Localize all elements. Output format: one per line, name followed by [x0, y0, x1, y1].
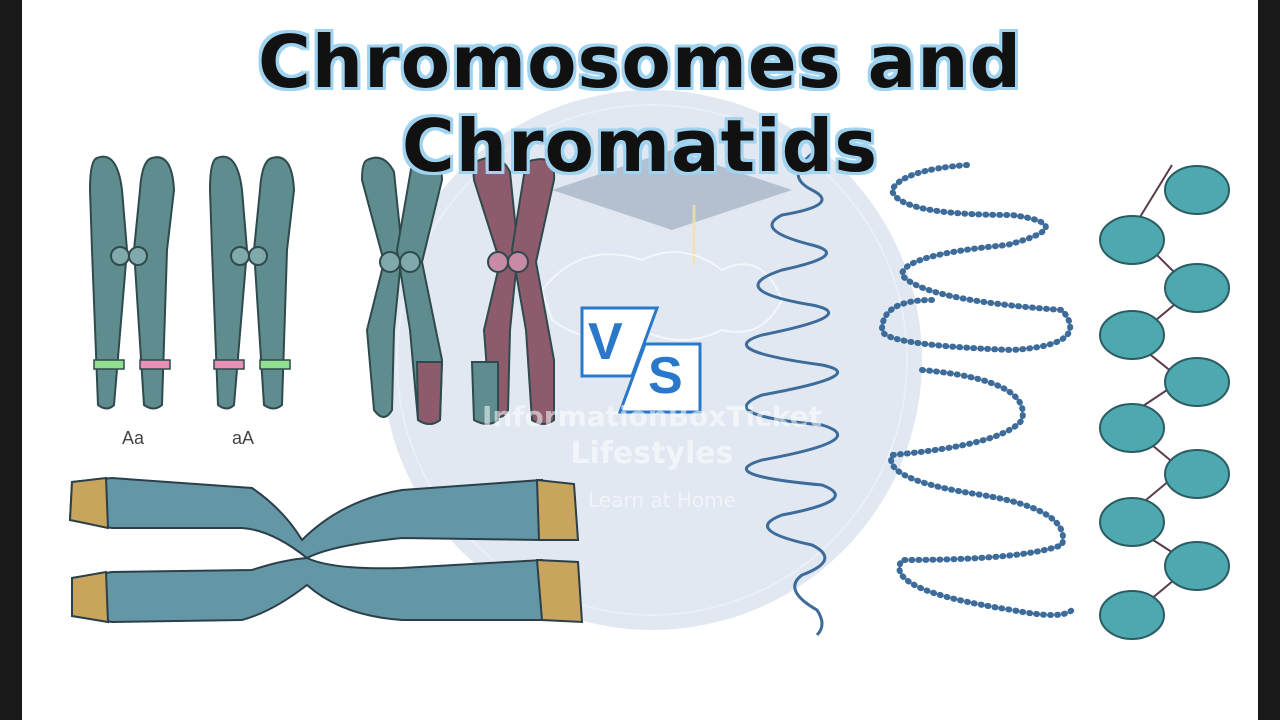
coiled-chromatin [744, 148, 840, 637]
page-title: Chromosomes and Chromatids [257, 20, 1023, 188]
chromatin-fiber [878, 162, 1075, 618]
vs-letter-s: S [648, 347, 683, 405]
watermark-line2: Lifestyles [570, 436, 734, 471]
vs-letter-v: V [588, 313, 623, 371]
thumbnail-frame: Chromosomes and Chromatids Aa aA Informa… [22, 0, 1258, 720]
watermark-line1: InformationBoxTicket [482, 400, 822, 433]
allele-label-aA: aA [232, 428, 255, 448]
nucleosome-string [1099, 164, 1230, 640]
watermark-line3: Learn at Home [588, 488, 736, 512]
sister-chromatids [68, 476, 584, 624]
illustration-canvas [68, 90, 1230, 640]
vs-badge [580, 306, 702, 414]
crossover-chromosomes [360, 156, 556, 425]
allele-label-aa: Aa [122, 428, 145, 448]
chromosome-pair-aa [88, 155, 176, 410]
graduation-cap-icon [552, 150, 792, 230]
chromosome-pair-aA [208, 155, 296, 410]
